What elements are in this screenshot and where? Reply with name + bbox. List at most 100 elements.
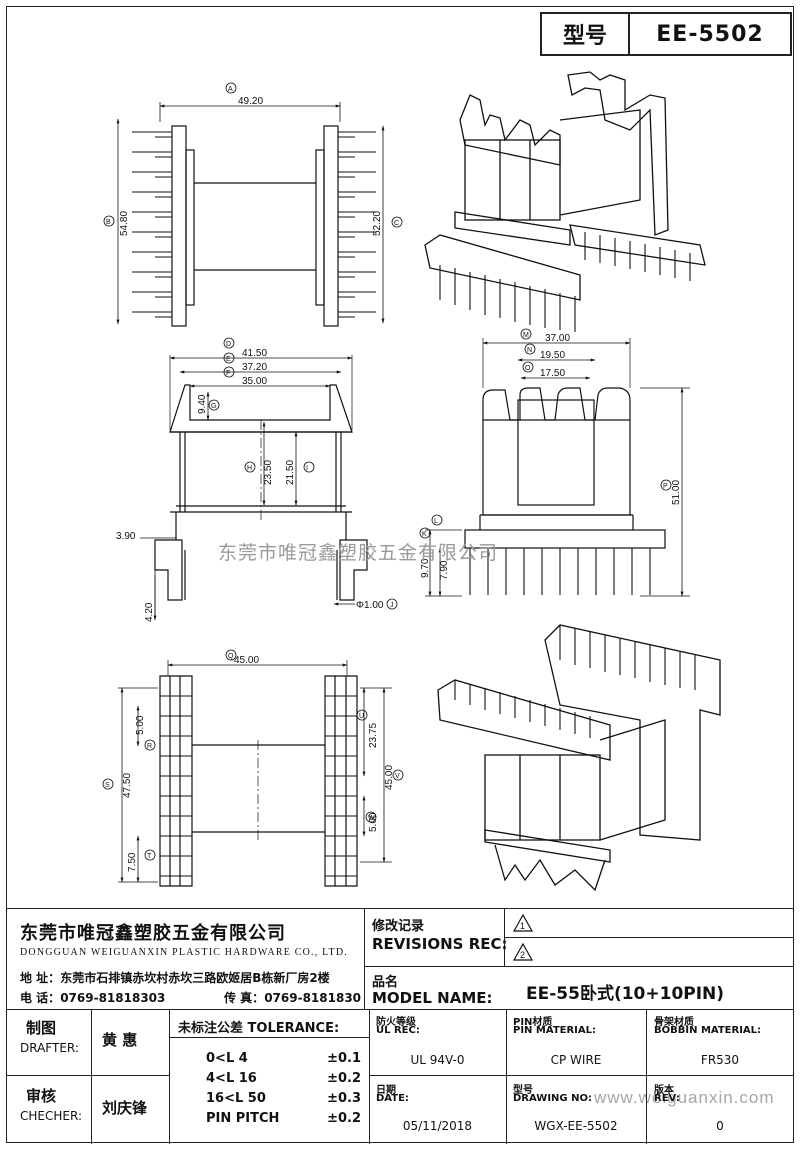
dim-S-value: 47.50 [122,773,133,798]
bottom-view [102,649,404,887]
label-P: P [663,483,668,490]
technical-drawing: A 49.20 B 54.80 C 52.20 [102,71,721,892]
model-label-cn: 品名 [372,975,399,990]
revision-triangle-icon-2: 2 [512,942,534,961]
label-Q: Q [228,653,234,660]
dim-M-value: 37.00 [545,333,570,344]
dim-A-value: 49.20 [238,96,263,107]
top-view-labels: A 49.20 B 54.80 C 52.20 [106,86,399,236]
fax-label: 传 真： [224,991,265,1005]
model-label-en: MODEL NAME: [372,989,493,1007]
label-U: U [359,713,364,720]
dim-P-value: 51.00 [671,480,682,505]
label-T: T [147,853,152,860]
label-M: M [523,332,529,339]
label-L: L [434,518,438,525]
tolerance-row: 4<L 16 ±0.2 [206,1071,361,1086]
dim-N-value: 19.50 [540,350,565,361]
pin-value: CP WIRE [550,1053,602,1067]
watermark-url: www.weiguanxin.com [594,1088,775,1107]
bobbin-label-cn: 骨架材质 [654,1017,694,1028]
label-F: F [226,370,230,377]
label-D: D [226,341,231,348]
model-name-value: EE-55卧式(10+10PIN) [526,984,725,1004]
revision-mark-1: 1 [520,921,525,931]
tolerance-value: ±0.2 [327,1071,361,1086]
checker-label-en: CHECHER: [20,1109,82,1123]
dim-W-value: 5.00 [368,812,379,832]
model-header-label: 型号 [542,14,630,54]
pin-label-en: PIN MATERIAL: [513,1025,596,1036]
dim-I-value: 21.50 [285,460,296,485]
dim-F-value: 35.00 [242,376,267,387]
date-value: 05/11/2018 [402,1119,473,1133]
dim-C-value: 52.20 [372,211,383,236]
drafter-name: 黄 惠 [102,1031,138,1049]
dim-E-value: 37.20 [242,362,267,373]
drafter-label-cn: 制图 [26,1019,57,1037]
dim-L-value: 7.90 [439,560,450,580]
label-G: G [211,403,216,410]
label-N: N [527,347,532,354]
dim-T-value: 7.50 [127,852,138,872]
label-H: H [247,465,252,472]
checker-name: 刘庆锋 [102,1099,148,1117]
bobbin-label-en: BOBBIN MATERIAL: [654,1025,762,1036]
drafter-label-en: DRAFTER: [20,1041,79,1055]
drawing-no-label-cn: 型号 [513,1085,533,1096]
model-header-value: EE-5502 [656,21,764,47]
address-label: 地 址： [20,971,61,985]
tolerance-value: ±0.2 [327,1111,361,1126]
dim-K-value: 9.70 [420,558,431,578]
label-R: R [147,743,152,750]
front-view [140,337,398,621]
tel-value: 0769-81818303 [60,991,166,1005]
pin-label-cn: PIN材质 [513,1017,553,1028]
dim-J-value: Φ1.00 [356,600,384,611]
checker-label-cn: 审核 [26,1087,57,1105]
side-view [419,328,690,597]
date-label-en: DATE: [376,1093,409,1104]
tolerance-range: 16<L 50 [206,1091,266,1106]
drawing-frame [6,6,794,1143]
label-E: E [226,356,231,363]
dim-U-value: 23.75 [368,723,379,748]
tolerance-range: 4<L 16 [206,1071,257,1086]
drawing-no-label-en: DRAWING NO: [513,1093,592,1104]
side-view-labels: M 37.00 N 19.50 O 17.50 P 51.00 K 9.70 L… [420,332,682,580]
dim-O-value: 17.50 [540,368,565,379]
ul-label-en: UL REC: [376,1025,420,1036]
label-I: I [306,465,308,472]
model-header: 型号 EE-5502 [540,12,792,56]
date-label-cn: 日期 [376,1085,396,1096]
tolerance-row: 0<L 4 ±0.1 [206,1051,361,1066]
rev-label-en: REV: [654,1093,680,1104]
tolerance-range: 0<L 4 [206,1051,248,1066]
label-C: C [394,220,399,227]
tolerance-label: 未标注公差 TOLERANCE: [178,1021,340,1036]
dim-D-value: 41.50 [242,348,267,359]
dim-H-value: 23.50 [263,460,274,485]
company-name-en: DONGGUAN WEIGUANXIN PLASTIC HARDWARE CO.… [20,947,348,958]
dim-left-value: 3.90 [116,531,136,542]
tolerance-value: ±0.1 [327,1051,361,1066]
address-value: 东莞市石排镇赤坎村赤坎三路欧姬居B栋新厂房2楼 [60,971,330,985]
label-S: S [105,782,110,789]
tolerance-value: ±0.3 [327,1091,361,1106]
dim-V-value: 45.00 [384,765,395,790]
title-block: 东莞市唯冠鑫塑胶五金有限公司 DONGGUAN WEIGUANXIN PLAST… [6,908,794,1144]
ul-label-cn: 防火等级 [376,1017,416,1028]
label-O: O [525,365,531,372]
ul-value: UL 94V-0 [410,1053,465,1067]
dim-Q-value: 45.00 [234,655,259,666]
fax-value: 0769-8181830 [264,991,362,1005]
tolerance-row: 16<L 50 ±0.3 [206,1091,361,1106]
rev-label-cn: 版本 [654,1085,674,1096]
isometric-view-top [424,71,706,332]
label-A: A [228,86,233,93]
watermark-cn: 东莞市唯冠鑫塑胶五金有限公司 [218,542,499,564]
dim-G-value: 9.40 [197,394,208,414]
isometric-view-bottom [437,624,721,892]
dim-B-value: 54.80 [119,211,130,236]
tolerance-range: PIN PITCH [206,1111,280,1126]
